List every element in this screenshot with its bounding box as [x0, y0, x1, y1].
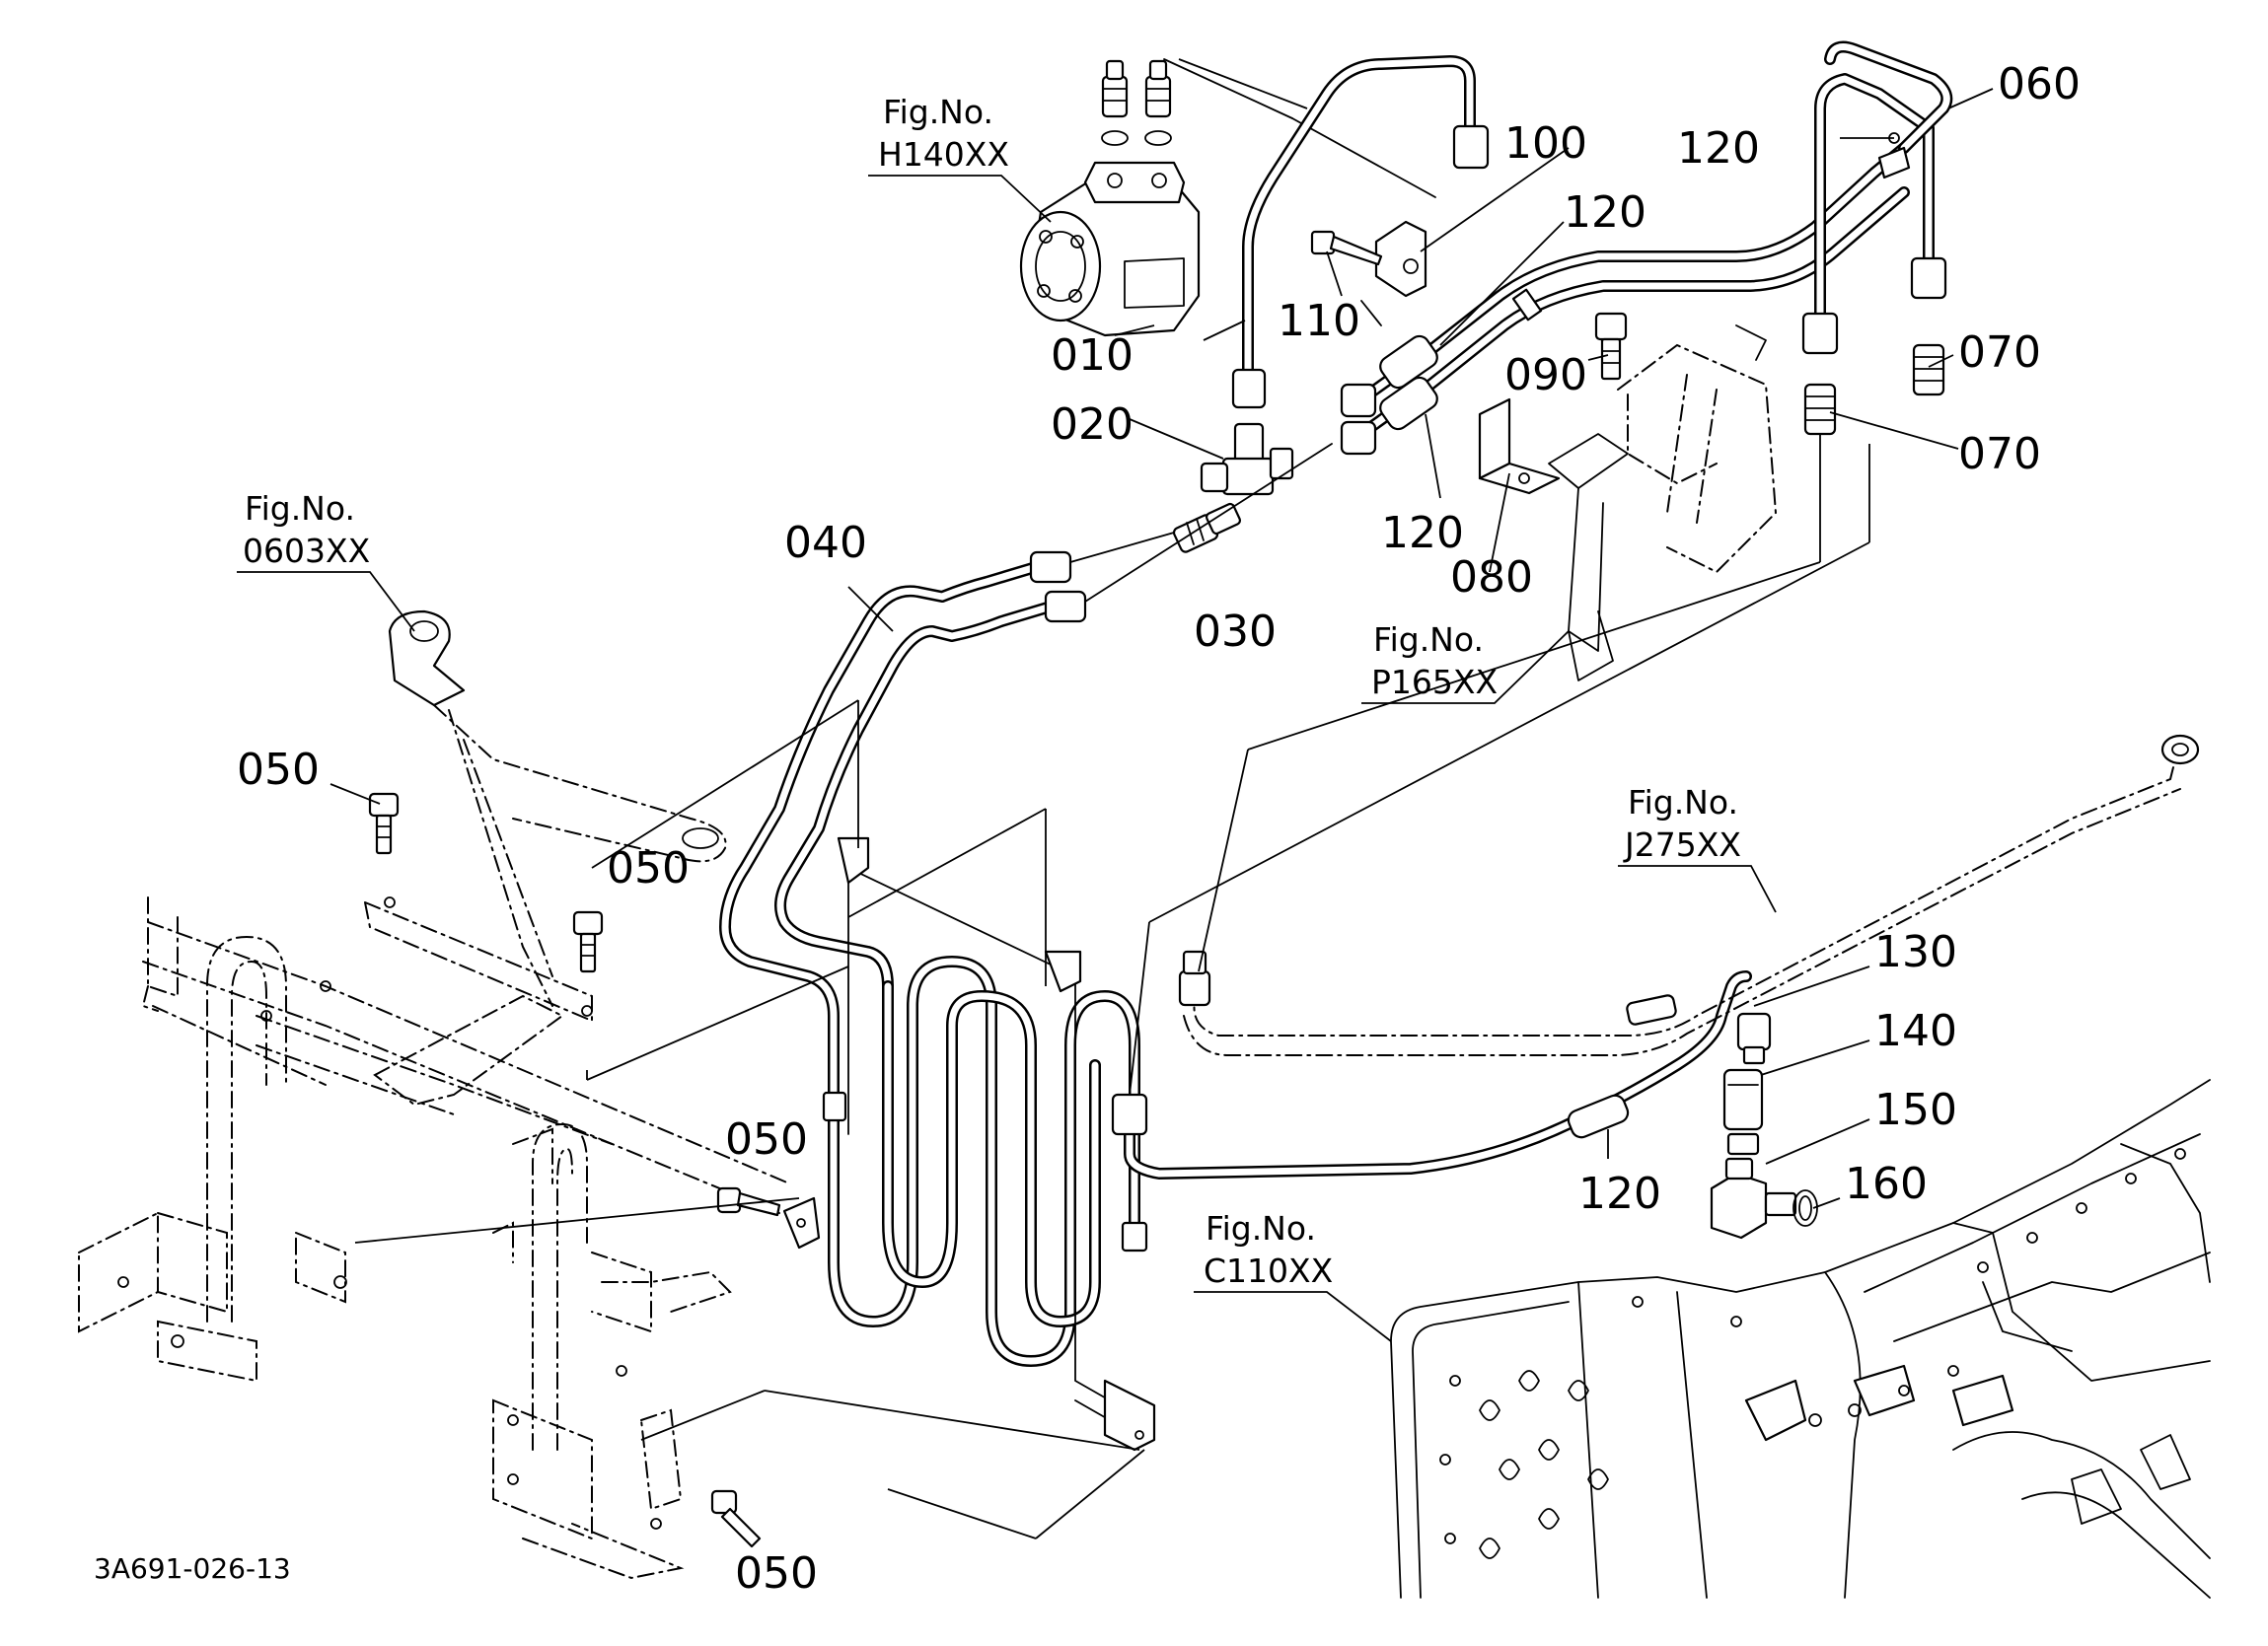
callout-070-a: 070	[1958, 327, 2041, 378]
callout-070-b: 070	[1958, 429, 2041, 479]
hose-upper-pair	[1340, 142, 1910, 456]
callout-050-b: 050	[607, 843, 690, 894]
oil-cooler	[782, 836, 1156, 1452]
bolt-050-d	[710, 1489, 762, 1548]
figref-h140-code: H140XX	[878, 135, 1009, 174]
bolt-110	[1310, 230, 1383, 266]
figref-0603-label: Fig.No.	[245, 489, 355, 528]
figref-0603-code: 0603XX	[243, 532, 370, 570]
figref-c110-code: C110XX	[1204, 1252, 1333, 1290]
callout-130: 130	[1874, 927, 1957, 977]
tee-fitting-020	[1200, 422, 1294, 496]
o-ring-160	[1792, 1189, 1818, 1227]
callout-120-b: 120	[1564, 187, 1646, 238]
drawing-number: 3A691-026-13	[94, 1552, 291, 1585]
figref-c110: Fig.No. C110XX	[1194, 1209, 1392, 1342]
callout-110: 110	[1278, 296, 1360, 346]
callout-090: 090	[1504, 350, 1587, 400]
figref-0603: Fig.No. 0603XX	[237, 489, 415, 632]
power-steering-unit	[1019, 58, 1436, 337]
callout-050-c: 050	[725, 1114, 808, 1165]
callout-030: 030	[1194, 607, 1277, 657]
callout-150: 150	[1874, 1085, 1957, 1135]
callout-050-d: 050	[735, 1548, 818, 1599]
figref-h140-label: Fig.No.	[883, 93, 993, 131]
hose-lower-120	[1111, 970, 1772, 1180]
adapter-070-pair	[1803, 343, 1945, 436]
callout-050-a: 050	[237, 745, 320, 795]
callout-140: 140	[1874, 1006, 1957, 1056]
bracket-080	[1478, 397, 1561, 495]
figref-h140: Fig.No. H140XX	[868, 93, 1052, 223]
figref-p165: Fig.No. P165XX	[1361, 620, 1570, 704]
elbow-150	[1710, 1157, 1797, 1240]
bolt-090	[1594, 312, 1628, 381]
transmission-case	[1390, 1079, 2211, 1599]
figref-p165-code: P165XX	[1371, 663, 1498, 701]
bolt-050-a	[368, 792, 400, 855]
figref-j275-label: Fig.No.	[1628, 783, 1738, 822]
front-frame	[78, 609, 790, 1580]
callout-120-a: 120	[1677, 123, 1760, 174]
callout-040: 040	[784, 518, 867, 568]
callout-120-d: 120	[1578, 1169, 1661, 1219]
adapter-030	[1172, 502, 1242, 553]
callout-060: 060	[1998, 59, 2081, 109]
callout-080: 080	[1450, 552, 1533, 603]
callout-020: 020	[1051, 399, 1134, 450]
reference-lines	[354, 58, 1870, 1539]
figref-j275: Fig.No. J275XX	[1618, 783, 1777, 913]
clamp-100	[1360, 220, 1427, 326]
pipe-040	[719, 443, 1333, 1110]
steering-bracket-p165	[1548, 324, 1778, 681]
figref-j275-code: J275XX	[1623, 825, 1741, 864]
pipe-j275	[1178, 734, 2200, 1056]
callout-100: 100	[1504, 118, 1587, 169]
callout-120-c: 120	[1381, 508, 1464, 558]
pipe-060	[1801, 40, 1953, 355]
callouts: 010 020 030 040 050 050 050 050 060 070 …	[237, 59, 2081, 1599]
callout-160: 160	[1845, 1159, 1928, 1209]
figref-c110-label: Fig.No.	[1206, 1209, 1316, 1248]
leader-lines	[329, 88, 1994, 1209]
figref-p165-label: Fig.No.	[1373, 620, 1484, 659]
filter-140	[1722, 1068, 1764, 1156]
callout-010: 010	[1051, 330, 1134, 381]
pipe-010	[1231, 55, 1490, 409]
bolt-050-b	[572, 910, 604, 973]
